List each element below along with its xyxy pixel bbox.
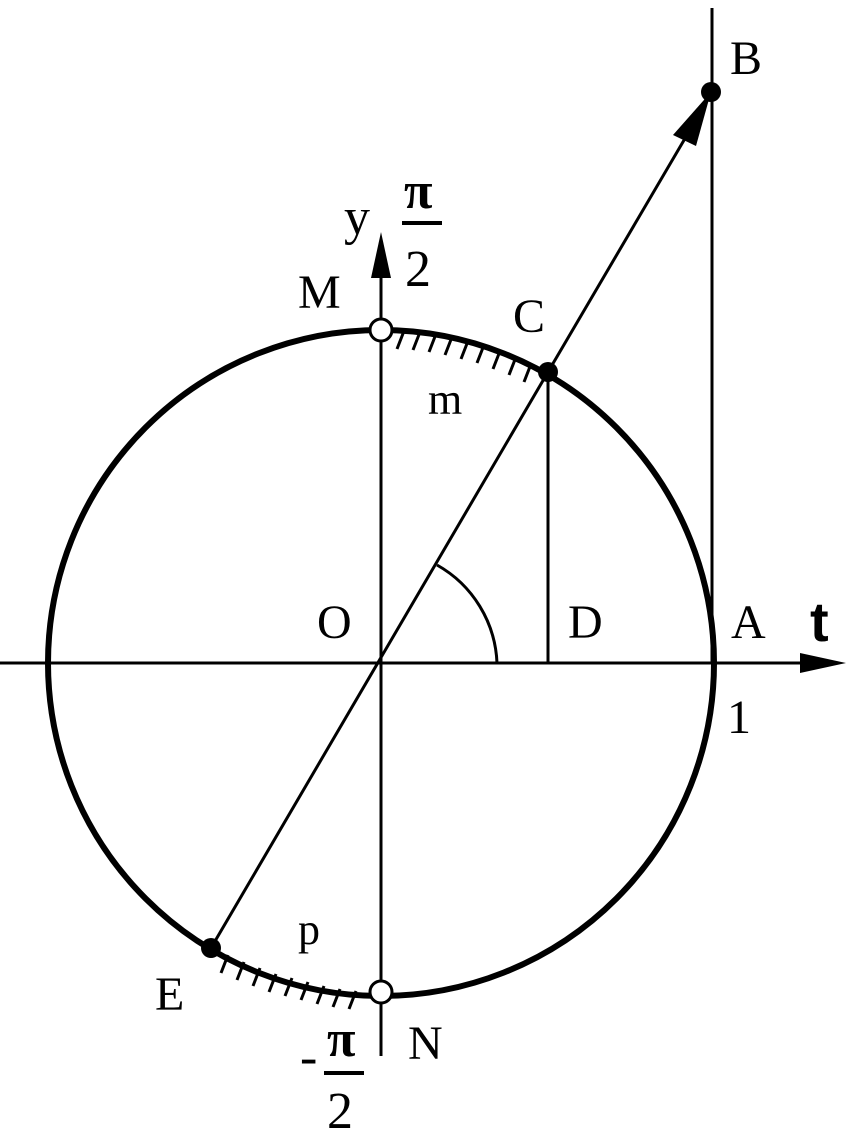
label-arc-m: m bbox=[428, 375, 462, 424]
label-b: B bbox=[730, 32, 762, 85]
point-b bbox=[701, 82, 721, 102]
label-d: D bbox=[568, 596, 603, 649]
two-denominator-bottom: 2 bbox=[327, 1083, 353, 1136]
label-o: O bbox=[317, 596, 352, 649]
pi-numerator-top: π bbox=[404, 163, 433, 220]
label-c: C bbox=[513, 290, 545, 343]
y-axis-arrow-icon bbox=[371, 232, 391, 278]
vector-arrow-icon bbox=[673, 92, 711, 146]
label-n: N bbox=[408, 1017, 443, 1070]
label-e: E bbox=[155, 968, 184, 1021]
t-axis-arrow-icon bbox=[800, 653, 846, 673]
label-a: A bbox=[731, 596, 766, 649]
arc-p-hatching bbox=[219, 954, 358, 1010]
arc-m-hatching bbox=[395, 330, 533, 383]
angle-arc bbox=[436, 563, 499, 664]
fraction-minus-pi-over-2-bottom: - π 2 bbox=[300, 1011, 364, 1136]
point-m bbox=[368, 317, 394, 343]
label-t-axis: t bbox=[810, 590, 829, 653]
ray-e-to-c bbox=[209, 371, 550, 949]
minus-sign-bottom: - bbox=[300, 1029, 317, 1086]
point-c bbox=[538, 362, 558, 382]
point-n bbox=[368, 979, 394, 1005]
two-denominator-top: 2 bbox=[405, 241, 431, 298]
vector-c-to-b bbox=[546, 117, 699, 373]
label-m: M bbox=[298, 266, 341, 319]
point-e bbox=[201, 938, 221, 958]
fraction-pi-over-2-top: π 2 bbox=[402, 163, 442, 298]
pi-numerator-bottom: π bbox=[327, 1011, 356, 1068]
label-y-axis: y bbox=[344, 189, 370, 246]
label-unit-one: 1 bbox=[727, 691, 751, 744]
label-arc-p: p bbox=[298, 905, 320, 954]
